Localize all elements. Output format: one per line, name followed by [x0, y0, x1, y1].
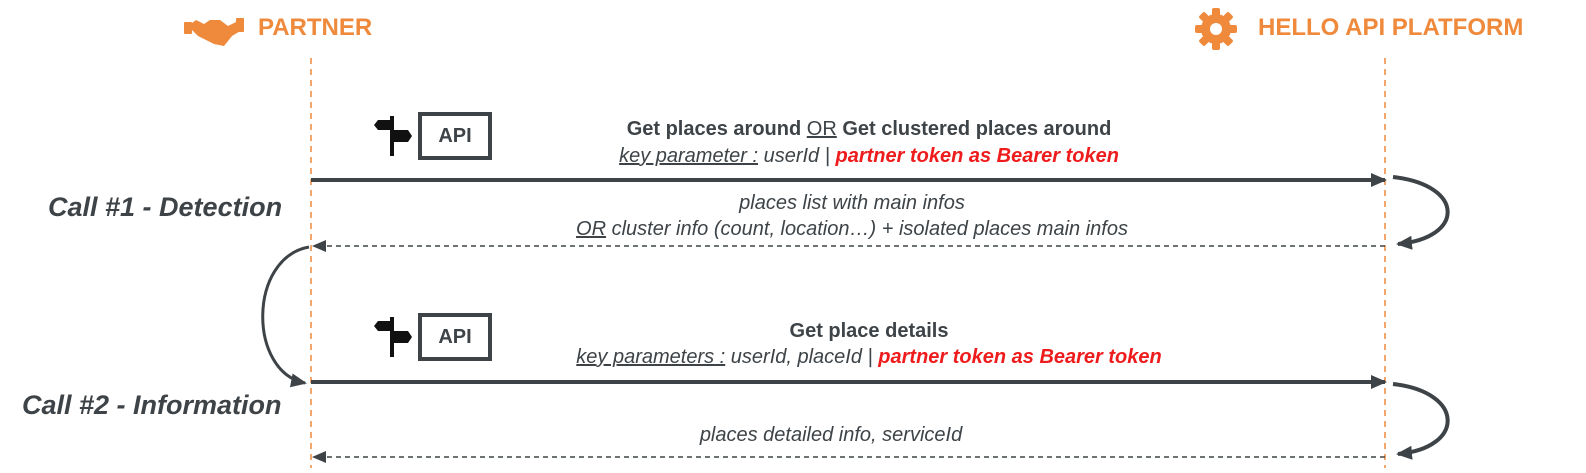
param-values: userId, placeId |	[730, 346, 873, 368]
response-line-2-call-1: OR cluster info (count, location…) + iso…	[576, 218, 1128, 241]
param-values: userId |	[763, 145, 830, 167]
response-arrowhead-call-2	[312, 451, 326, 463]
response-line-2-text: cluster info (count, location…) + isolat…	[611, 218, 1128, 240]
partner-transition-loop	[261, 245, 310, 388]
request-title-b: Get clustered places around	[842, 118, 1112, 140]
gear-icon	[1195, 8, 1237, 50]
response-line-1-call-1: places list with main infos	[739, 192, 965, 214]
param-label: key parameters :	[576, 346, 726, 368]
platform-label: HELLO API PLATFORM	[1258, 14, 1524, 41]
signpost-icon	[374, 317, 412, 357]
token-note: partner token as Bearer token	[878, 346, 1162, 368]
api-badge: API	[418, 313, 492, 361]
partner-label: PARTNER	[258, 14, 373, 41]
platform-processing-loop-2	[1392, 382, 1450, 460]
request-params-call-1: key parameter : userId | partner token a…	[619, 145, 1119, 168]
api-badge: API	[418, 112, 492, 160]
response-arrowhead-call-1	[312, 240, 326, 252]
response-or: OR	[576, 218, 607, 240]
call-2-label: Call #2 - Information	[22, 390, 282, 420]
request-title-call-2: Get place details	[789, 320, 949, 342]
signpost-icon	[374, 116, 412, 156]
request-title-or: OR	[806, 118, 837, 140]
request-params-call-2: key parameters : userId, placeId | partn…	[576, 346, 1161, 369]
param-label: key parameter :	[619, 145, 759, 167]
response-line-1-call-2: places detailed info, serviceId	[699, 424, 963, 446]
request-title-call-1: Get places around OR Get clustered place…	[627, 118, 1112, 141]
handshake-icon	[184, 18, 244, 46]
platform-processing-loop-1	[1392, 175, 1450, 250]
request-title-a: Get places around	[626, 118, 802, 140]
call-1-label: Call #1 - Detection	[48, 192, 283, 222]
token-note: partner token as Bearer token	[835, 145, 1119, 167]
